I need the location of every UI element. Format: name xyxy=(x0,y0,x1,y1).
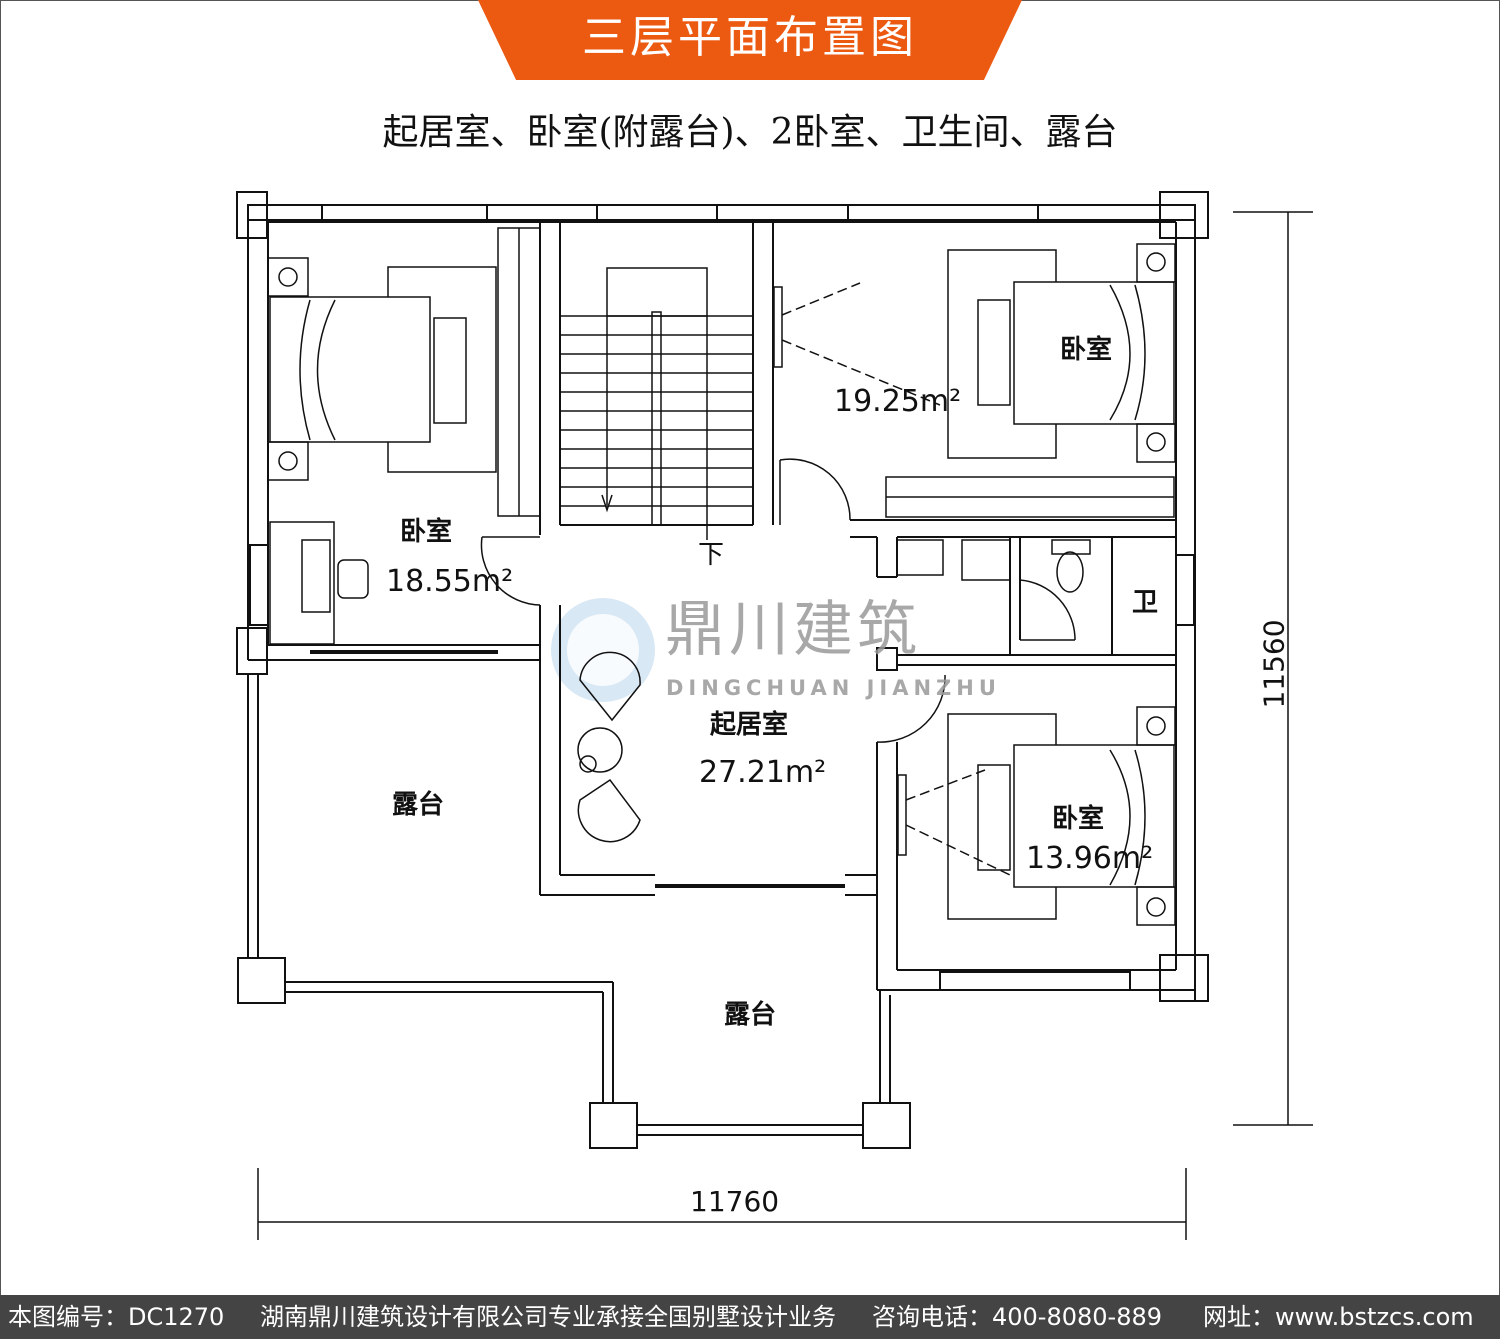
footer-drawing-code: 本图编号：DC1270 xyxy=(8,1303,225,1331)
room-label-bathroom: 卫 xyxy=(1132,588,1159,618)
subtitle: 起居室、卧室(附露台)、2卧室、卫生间、露台 xyxy=(382,112,1118,153)
page-title: 三层平面布置图 xyxy=(582,12,918,63)
room-area-bedroom-right-top: 19.25m² xyxy=(834,384,962,419)
room-label-bedroom-right-bottom: 卧室 xyxy=(1052,804,1105,834)
watermark-text: 鼎川建筑 xyxy=(665,595,921,665)
stair-down-label: 下 xyxy=(698,540,725,570)
title-banner xyxy=(478,0,1022,80)
room-label-terrace-left: 露台 xyxy=(392,790,445,820)
dimension-lines xyxy=(257,211,1313,1240)
room-label-terrace-bottom: 露台 xyxy=(724,1000,777,1030)
dimension-width: 11760 xyxy=(690,1185,780,1218)
footer-bar: 本图编号：DC1270 湖南鼎川建筑设计有限公司专业承接全国别墅设计业务 咨询电… xyxy=(0,1295,1500,1339)
room-area-bedroom-left: 18.55m² xyxy=(386,564,514,599)
room-label-living: 起居室 xyxy=(710,710,789,740)
furniture xyxy=(267,227,1176,926)
walls xyxy=(236,191,1209,1149)
room-label-bedroom-right-top: 卧室 xyxy=(1060,335,1113,365)
staircase xyxy=(560,267,753,540)
footer-company: 湖南鼎川建筑设计有限公司专业承接全国别墅设计业务 xyxy=(260,1303,836,1331)
room-area-bedroom-right-bottom: 13.96m² xyxy=(1026,841,1154,876)
footer-website: 网址：www.bstzcs.com xyxy=(1203,1303,1474,1331)
room-area-living: 27.21m² xyxy=(699,755,827,790)
doors xyxy=(480,458,1076,743)
watermark-subtext: DINGCHUAN JIANZHU xyxy=(666,676,1001,700)
footer-phone: 咨询电话：400-8080-889 xyxy=(872,1303,1163,1331)
dimension-depth: 11560 xyxy=(1257,619,1291,709)
room-label-bedroom-left: 卧室 xyxy=(400,517,453,547)
